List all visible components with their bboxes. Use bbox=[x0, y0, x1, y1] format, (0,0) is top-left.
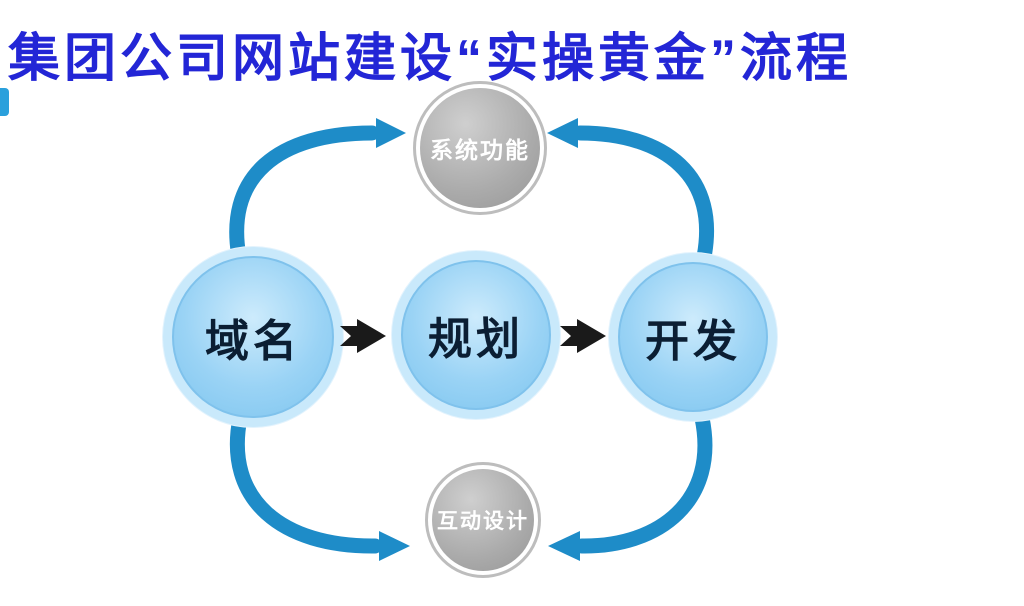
node-system-functions: 系统功能 bbox=[413, 81, 547, 215]
node-system-functions-label: 系统功能 bbox=[430, 137, 530, 163]
arc-development-to-interaction-design bbox=[574, 410, 713, 554]
arc-domain-to-interaction-design-arrowhead bbox=[379, 531, 410, 561]
arc-development-to-interaction-design-arrowhead bbox=[548, 531, 580, 561]
node-interaction-design: 互动设计 bbox=[425, 462, 541, 578]
arc-development-to-system-functions-arrowhead bbox=[547, 118, 578, 148]
node-domain-label: 域名 bbox=[205, 317, 301, 366]
node-planning: 规划 bbox=[392, 251, 560, 419]
node-development-label: 开发 bbox=[645, 317, 741, 366]
node-domain: 域名 bbox=[163, 247, 343, 427]
node-development-disk: 开发 bbox=[618, 262, 768, 412]
arrow-planning-to-development bbox=[560, 319, 606, 353]
node-interaction-design-disk: 互动设计 bbox=[432, 469, 534, 571]
left-edge-mark bbox=[0, 88, 9, 116]
arrow-domain-to-planning bbox=[340, 319, 386, 353]
arc-domain-to-interaction-design bbox=[229, 410, 383, 554]
node-domain-disk: 域名 bbox=[172, 256, 334, 418]
node-interaction-design-label: 互动设计 bbox=[437, 510, 529, 533]
node-planning-label: 规划 bbox=[428, 315, 524, 364]
node-planning-disk: 规划 bbox=[401, 260, 551, 410]
arc-development-to-system-functions bbox=[572, 125, 715, 270]
node-system-functions-disk: 系统功能 bbox=[420, 88, 540, 208]
arc-domain-to-system-functions-arrowhead bbox=[376, 118, 406, 148]
arc-domain-to-system-functions bbox=[229, 125, 380, 270]
diagram-title: 集团公司网站建设“实操黄金”流程 bbox=[8, 30, 853, 88]
node-development: 开发 bbox=[609, 253, 777, 421]
